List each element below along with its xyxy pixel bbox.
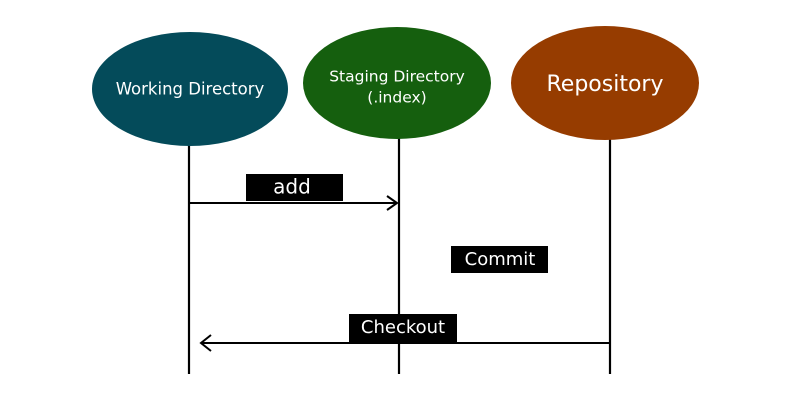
checkout-label: Checkout <box>361 317 445 338</box>
staging-directory-label-line1: Staging Directory <box>329 68 465 86</box>
staging-directory-node <box>303 27 491 139</box>
working-directory-label: Working Directory <box>116 80 265 99</box>
staging-directory-label-line2: (.index) <box>367 89 426 107</box>
commit-label-box <box>451 246 548 273</box>
commit-label: Commit <box>465 249 536 270</box>
add-arrow-head <box>386 195 399 211</box>
add-label-box <box>246 174 343 201</box>
checkout-label-box <box>349 314 457 342</box>
working-directory-node <box>92 32 288 146</box>
repository-node <box>511 26 699 140</box>
repository-label: Repository <box>547 72 664 97</box>
checkout-arrow-head <box>199 334 212 352</box>
add-label: add <box>273 175 311 199</box>
